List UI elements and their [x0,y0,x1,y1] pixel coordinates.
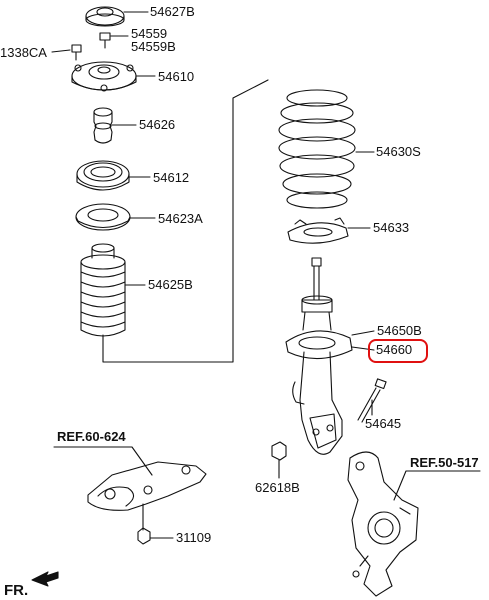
strut-drawing [285,257,353,455]
spring-drawing [278,89,356,209]
label-top-cap: 54627B [150,4,195,19]
bumper-drawing [93,107,113,144]
highlight-strut [368,339,428,363]
label-bracket-nut: 31109 [176,530,212,545]
label-mount: 54610 [158,69,195,84]
label-bearing: 54612 [153,170,190,185]
leader-ref-knuckle [393,470,481,501]
label-insulator-a: 54559 [131,26,168,41]
knuckle-drawing [347,451,419,597]
dust-cover-drawing [80,243,126,337]
label-strut-bolt: 54645 [365,416,402,431]
label-bumper: 54626 [139,117,176,132]
leader-ref-crossmember [53,446,153,476]
label-nut: 62618B [255,480,300,495]
label-insulator-b: 54559B [131,39,176,54]
bracket-drawing [87,461,207,545]
leader-bolt [51,49,71,53]
upper-seat-drawing [75,203,131,231]
label-upper-seat: 54623A [158,211,203,226]
leader-strut-assy [351,330,375,336]
direction-label: FR. [4,582,29,599]
strut-bolt-drawing [357,378,387,423]
label-spring-pad: 54633 [373,220,410,235]
bolt-drawing [99,32,111,49]
label-spring: 54630S [376,144,421,159]
ref-crossmember: REF.60-624 [57,429,126,444]
group-outline [102,79,269,363]
spring-pad-drawing [287,217,349,244]
nut-drawing [271,441,287,479]
label-strut-highlighted: 54660 [376,342,413,357]
leader-strut [351,346,375,351]
label-strut-assy: 54650B [377,323,422,338]
small-bolt-drawing [71,44,82,61]
top-cap-drawing [85,6,125,27]
label-dust-cover: 54625B [148,277,193,292]
bearing-drawing [76,160,130,191]
mount-drawing [71,61,137,92]
ref-knuckle: REF.50-517 [410,455,479,470]
direction-arrow [31,571,59,587]
label-bolt: 1338CA [0,45,47,60]
